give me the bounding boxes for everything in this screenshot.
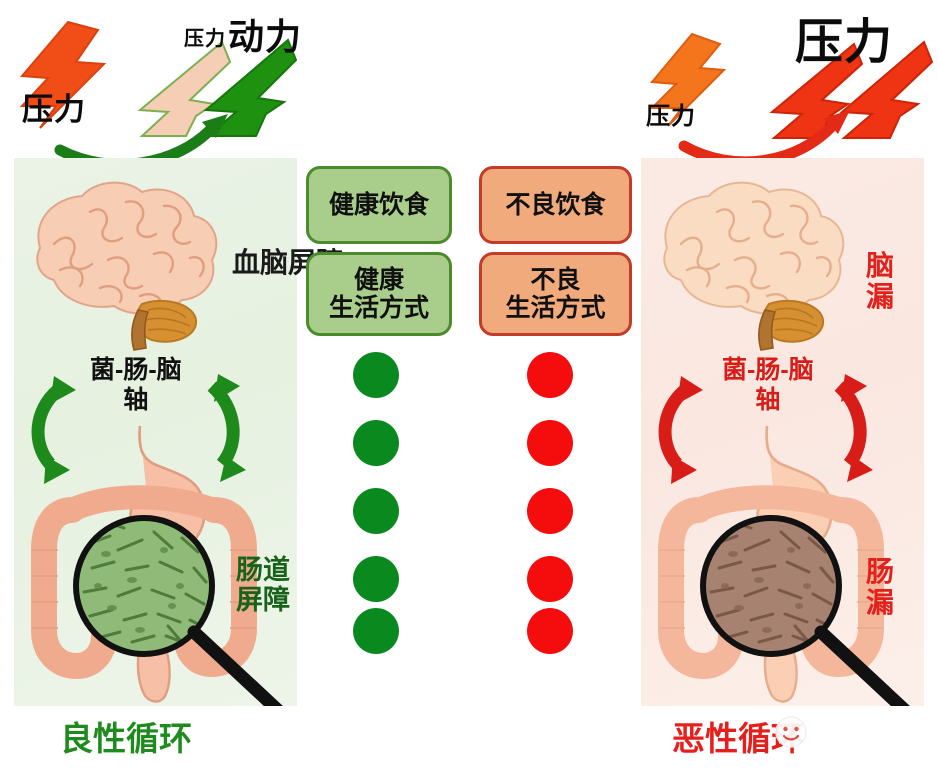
- watermark-text: 食与心: [812, 720, 891, 748]
- right-stress-big-label: 压力: [795, 16, 894, 69]
- vicious-cycle-panel: [641, 158, 924, 706]
- red-dot: [527, 556, 573, 602]
- left-motivation-label: 动力: [228, 16, 303, 57]
- healthy-lifestyle-box: 健康 生活方式: [306, 252, 452, 336]
- healthy-lifestyle-label: 健康 生活方式: [328, 266, 429, 322]
- right-panel-illustration: [658, 181, 910, 706]
- left-stress-transform-graphic: [19, 20, 298, 170]
- healthy-diet-label: 健康饮食: [328, 191, 429, 219]
- green-dot: [353, 352, 399, 398]
- gut-microbiota-magnifier-left: [73, 515, 283, 706]
- gut-brain-axis-label-right: 菌-肠-脑 轴: [722, 356, 814, 414]
- green-dot: [353, 420, 399, 466]
- axis-arrow-head-up-right-icon: [214, 374, 240, 402]
- axis-arrow-head-up-left-red-icon: [677, 376, 703, 404]
- stress-bolt-orange-icon: [19, 20, 107, 129]
- gut-microbiota-magnifier-right: [700, 515, 910, 706]
- poor-lifestyle-label: 不良 生活方式: [505, 266, 606, 322]
- axis-arrow-head-up-left-icon: [50, 376, 76, 404]
- stress-banner: 压力 压力 动力 压力 压力: [0, 0, 938, 170]
- red-dot: [527, 352, 573, 398]
- brain-illustration-right: [663, 181, 845, 351]
- axis-arrow-head-down-right-icon: [220, 456, 246, 482]
- magnifier-rim-left-icon: [73, 515, 215, 657]
- green-dot: [353, 556, 399, 602]
- leaky-brain-label: 脑 漏: [866, 250, 895, 313]
- poor-diet-box: 不良饮食: [479, 166, 632, 244]
- healthy-diet-box: 健康饮食: [306, 166, 452, 244]
- red-dot: [527, 488, 573, 534]
- brain-illustration-left: [36, 181, 218, 351]
- magnifier-handle-right-icon: [814, 625, 910, 706]
- left-stress-source-label: 压力: [22, 92, 86, 127]
- axis-arrow-head-up-right-red-icon: [841, 374, 867, 402]
- virtuous-cycle-caption: 良性循环: [60, 720, 192, 757]
- stress-bolt-orange-right-icon: [649, 32, 727, 127]
- red-dot: [527, 608, 573, 654]
- leaky-gut-label: 肠 漏: [866, 556, 895, 619]
- green-dot: [353, 608, 399, 654]
- stress-bolt-pale-icon: [137, 40, 232, 137]
- virtuous-cycle-panel: [14, 158, 297, 706]
- magnifier-handle-left-icon: [187, 625, 283, 706]
- gut-brain-axis-label-left: 菌-肠-脑 轴: [90, 356, 182, 414]
- poor-diet-label: 不良饮食: [505, 191, 606, 219]
- amplify-arrow-red-head-icon: [824, 110, 850, 134]
- stress-bolt-red-far-icon: [839, 40, 934, 139]
- magnifier-rim-right-icon: [700, 515, 842, 657]
- red-dot: [527, 420, 573, 466]
- vicious-cycle-caption: 恶性循环: [672, 720, 804, 757]
- gut-barrier-label: 肠道 屏障: [236, 555, 290, 615]
- green-dot: [353, 488, 399, 534]
- right-stress-source-label: 压力: [646, 103, 696, 130]
- left-panel-illustration: [31, 181, 283, 706]
- left-stress-small-label: 压力: [184, 28, 226, 50]
- poor-lifestyle-box: 不良 生活方式: [479, 252, 632, 336]
- transform-arrow-green-head-icon: [202, 114, 228, 138]
- axis-arrow-head-down-left-icon: [44, 456, 70, 484]
- motivation-bolt-green-icon: [203, 38, 298, 137]
- axis-arrow-head-down-right-red-icon: [847, 456, 873, 482]
- axis-arrow-head-down-left-red-icon: [671, 456, 697, 484]
